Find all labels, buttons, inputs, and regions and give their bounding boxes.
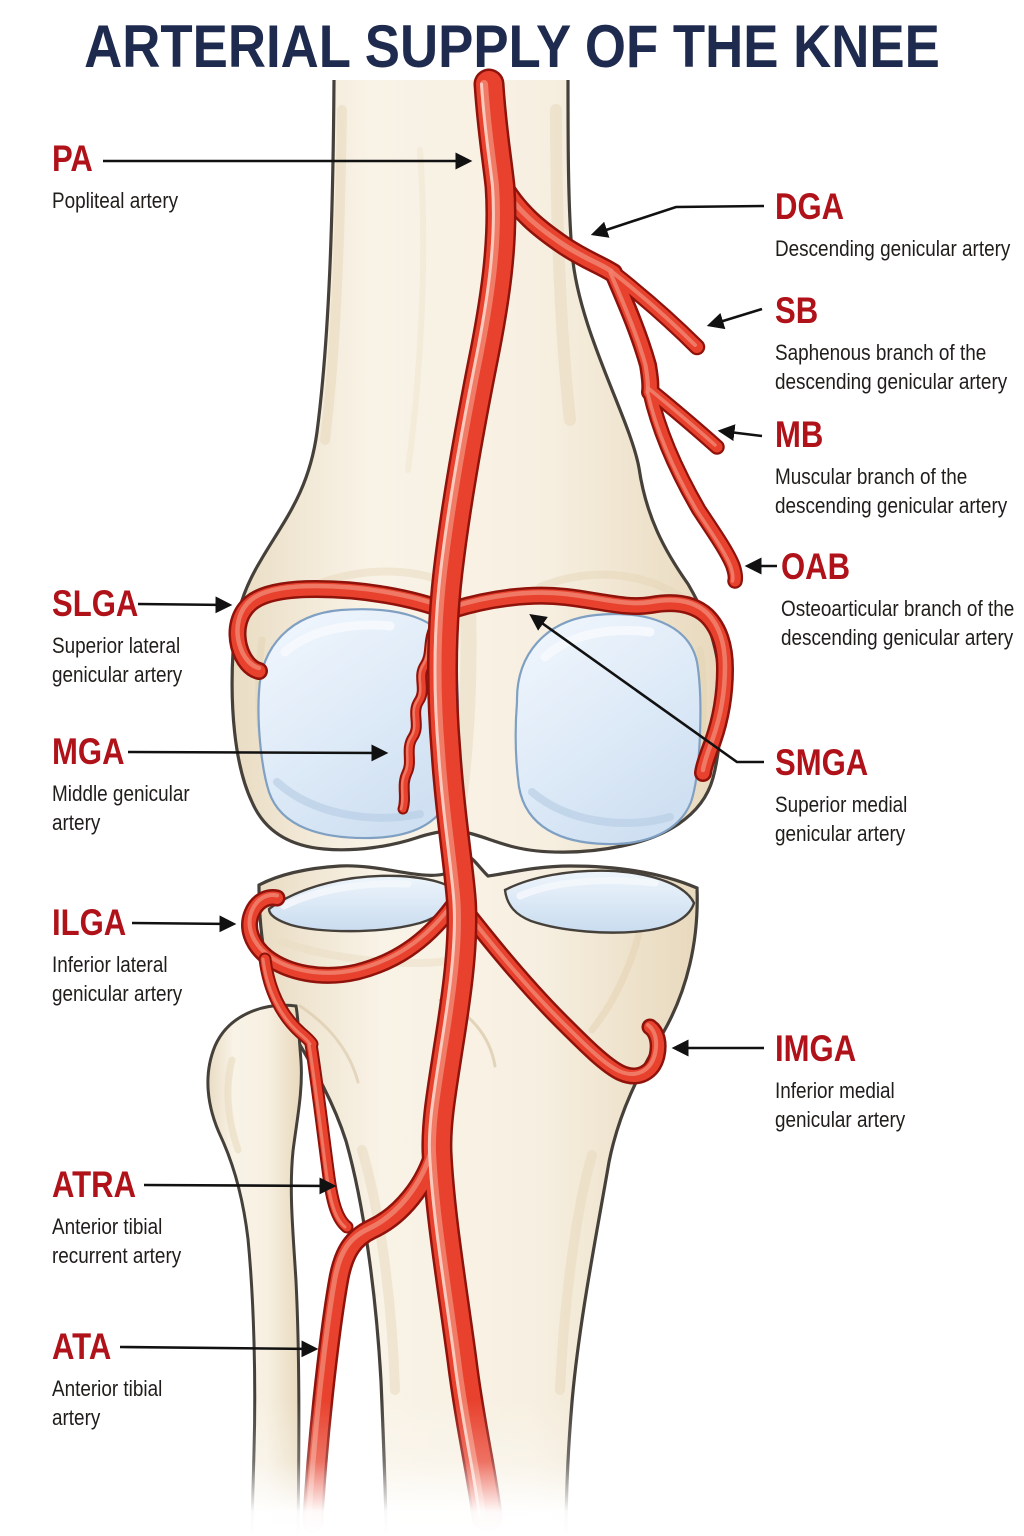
label-atra: ATRA Anterior tibial recurrent artery bbox=[52, 1166, 181, 1270]
arrow-sb bbox=[706, 307, 763, 330]
label-atra-desc: recurrent artery bbox=[52, 1243, 182, 1268]
label-smga-abbr: SMGA bbox=[775, 742, 869, 783]
label-imga: IMGA Inferior medial genicular artery bbox=[775, 1030, 905, 1134]
label-mga-desc: Middle genicular bbox=[52, 781, 190, 806]
label-ilga-desc: genicular artery bbox=[52, 981, 183, 1006]
leader-arrows bbox=[103, 152, 777, 1358]
fibula-outline bbox=[206, 1003, 303, 1536]
label-mb-abbr: MB bbox=[775, 414, 824, 455]
label-sb: SB Saphenous branch of the descending gen… bbox=[775, 292, 1007, 396]
label-oab-desc: descending genicular artery bbox=[781, 625, 1014, 650]
label-ilga-desc: Inferior lateral bbox=[52, 952, 168, 977]
label-mga: MGA Middle genicular artery bbox=[52, 733, 190, 837]
tibia-bone bbox=[259, 856, 698, 1536]
label-imga-abbr: IMGA bbox=[775, 1028, 857, 1069]
label-ata-abbr: ATA bbox=[52, 1326, 112, 1367]
label-pa-abbr: PA bbox=[52, 138, 93, 179]
femur-outline bbox=[230, 79, 723, 854]
label-slga-abbr: SLGA bbox=[52, 583, 139, 624]
label-ata: ATA Anterior tibial artery bbox=[52, 1328, 162, 1432]
bottom-fade bbox=[0, 1400, 1024, 1536]
label-imga-desc: genicular artery bbox=[775, 1107, 906, 1132]
label-smga-desc: genicular artery bbox=[775, 821, 906, 846]
label-slga-desc: genicular artery bbox=[52, 662, 183, 687]
arrow-atra bbox=[143, 1177, 337, 1195]
label-slga-desc: Superior lateral bbox=[52, 633, 181, 658]
label-atra-desc: Anterior tibial bbox=[52, 1214, 163, 1239]
arrow-ilga bbox=[131, 915, 237, 933]
label-ata-desc: artery bbox=[52, 1405, 101, 1430]
label-ilga: ILGA Inferior lateral genicular artery bbox=[52, 904, 182, 1008]
arrow-mga bbox=[127, 744, 389, 762]
label-pa-desc: Popliteal artery bbox=[52, 188, 179, 213]
label-oab-desc: Osteoarticular branch of the bbox=[781, 596, 1015, 621]
label-mb-desc: Muscular branch of the bbox=[775, 464, 968, 489]
label-sb-desc: descending genicular artery bbox=[775, 369, 1008, 394]
arrow-smga bbox=[529, 614, 764, 764]
label-sb-abbr: SB bbox=[775, 290, 819, 331]
label-dga-abbr: DGA bbox=[775, 186, 845, 227]
label-mga-abbr: MGA bbox=[52, 731, 125, 772]
menisci bbox=[267, 869, 696, 934]
arrow-mb bbox=[717, 424, 763, 442]
label-imga-desc: Inferior medial bbox=[775, 1078, 895, 1103]
arrow-ata bbox=[119, 1340, 319, 1358]
arrow-dga bbox=[590, 204, 765, 238]
label-sb-desc: Saphenous branch of the bbox=[775, 340, 987, 365]
label-pa: PA Popliteal artery bbox=[52, 140, 178, 215]
label-smga: SMGA Superior medial genicular artery bbox=[775, 744, 907, 848]
label-oab: OAB Osteoarticular branch of the descendi… bbox=[781, 548, 1014, 652]
label-dga-desc: Descending genicular artery bbox=[775, 236, 1011, 261]
label-mb: MB Muscular branch of the descending geni… bbox=[775, 416, 1007, 520]
arrow-slga bbox=[137, 596, 233, 614]
label-oab-abbr: OAB bbox=[781, 546, 851, 587]
medial-condyle-cartilage bbox=[514, 613, 702, 846]
label-ilga-abbr: ILGA bbox=[52, 902, 127, 943]
page-title: ARTERIAL SUPPLY OF THE KNEE bbox=[84, 13, 940, 80]
label-atra-abbr: ATRA bbox=[52, 1164, 137, 1205]
label-mb-desc: descending genicular artery bbox=[775, 493, 1008, 518]
label-dga: DGA Descending genicular artery bbox=[775, 188, 1010, 263]
label-ata-desc: Anterior tibial bbox=[52, 1376, 163, 1401]
label-slga: SLGA Superior lateral genicular artery bbox=[52, 585, 182, 689]
label-mga-desc: artery bbox=[52, 810, 101, 835]
label-smga-desc: Superior medial bbox=[775, 792, 908, 817]
